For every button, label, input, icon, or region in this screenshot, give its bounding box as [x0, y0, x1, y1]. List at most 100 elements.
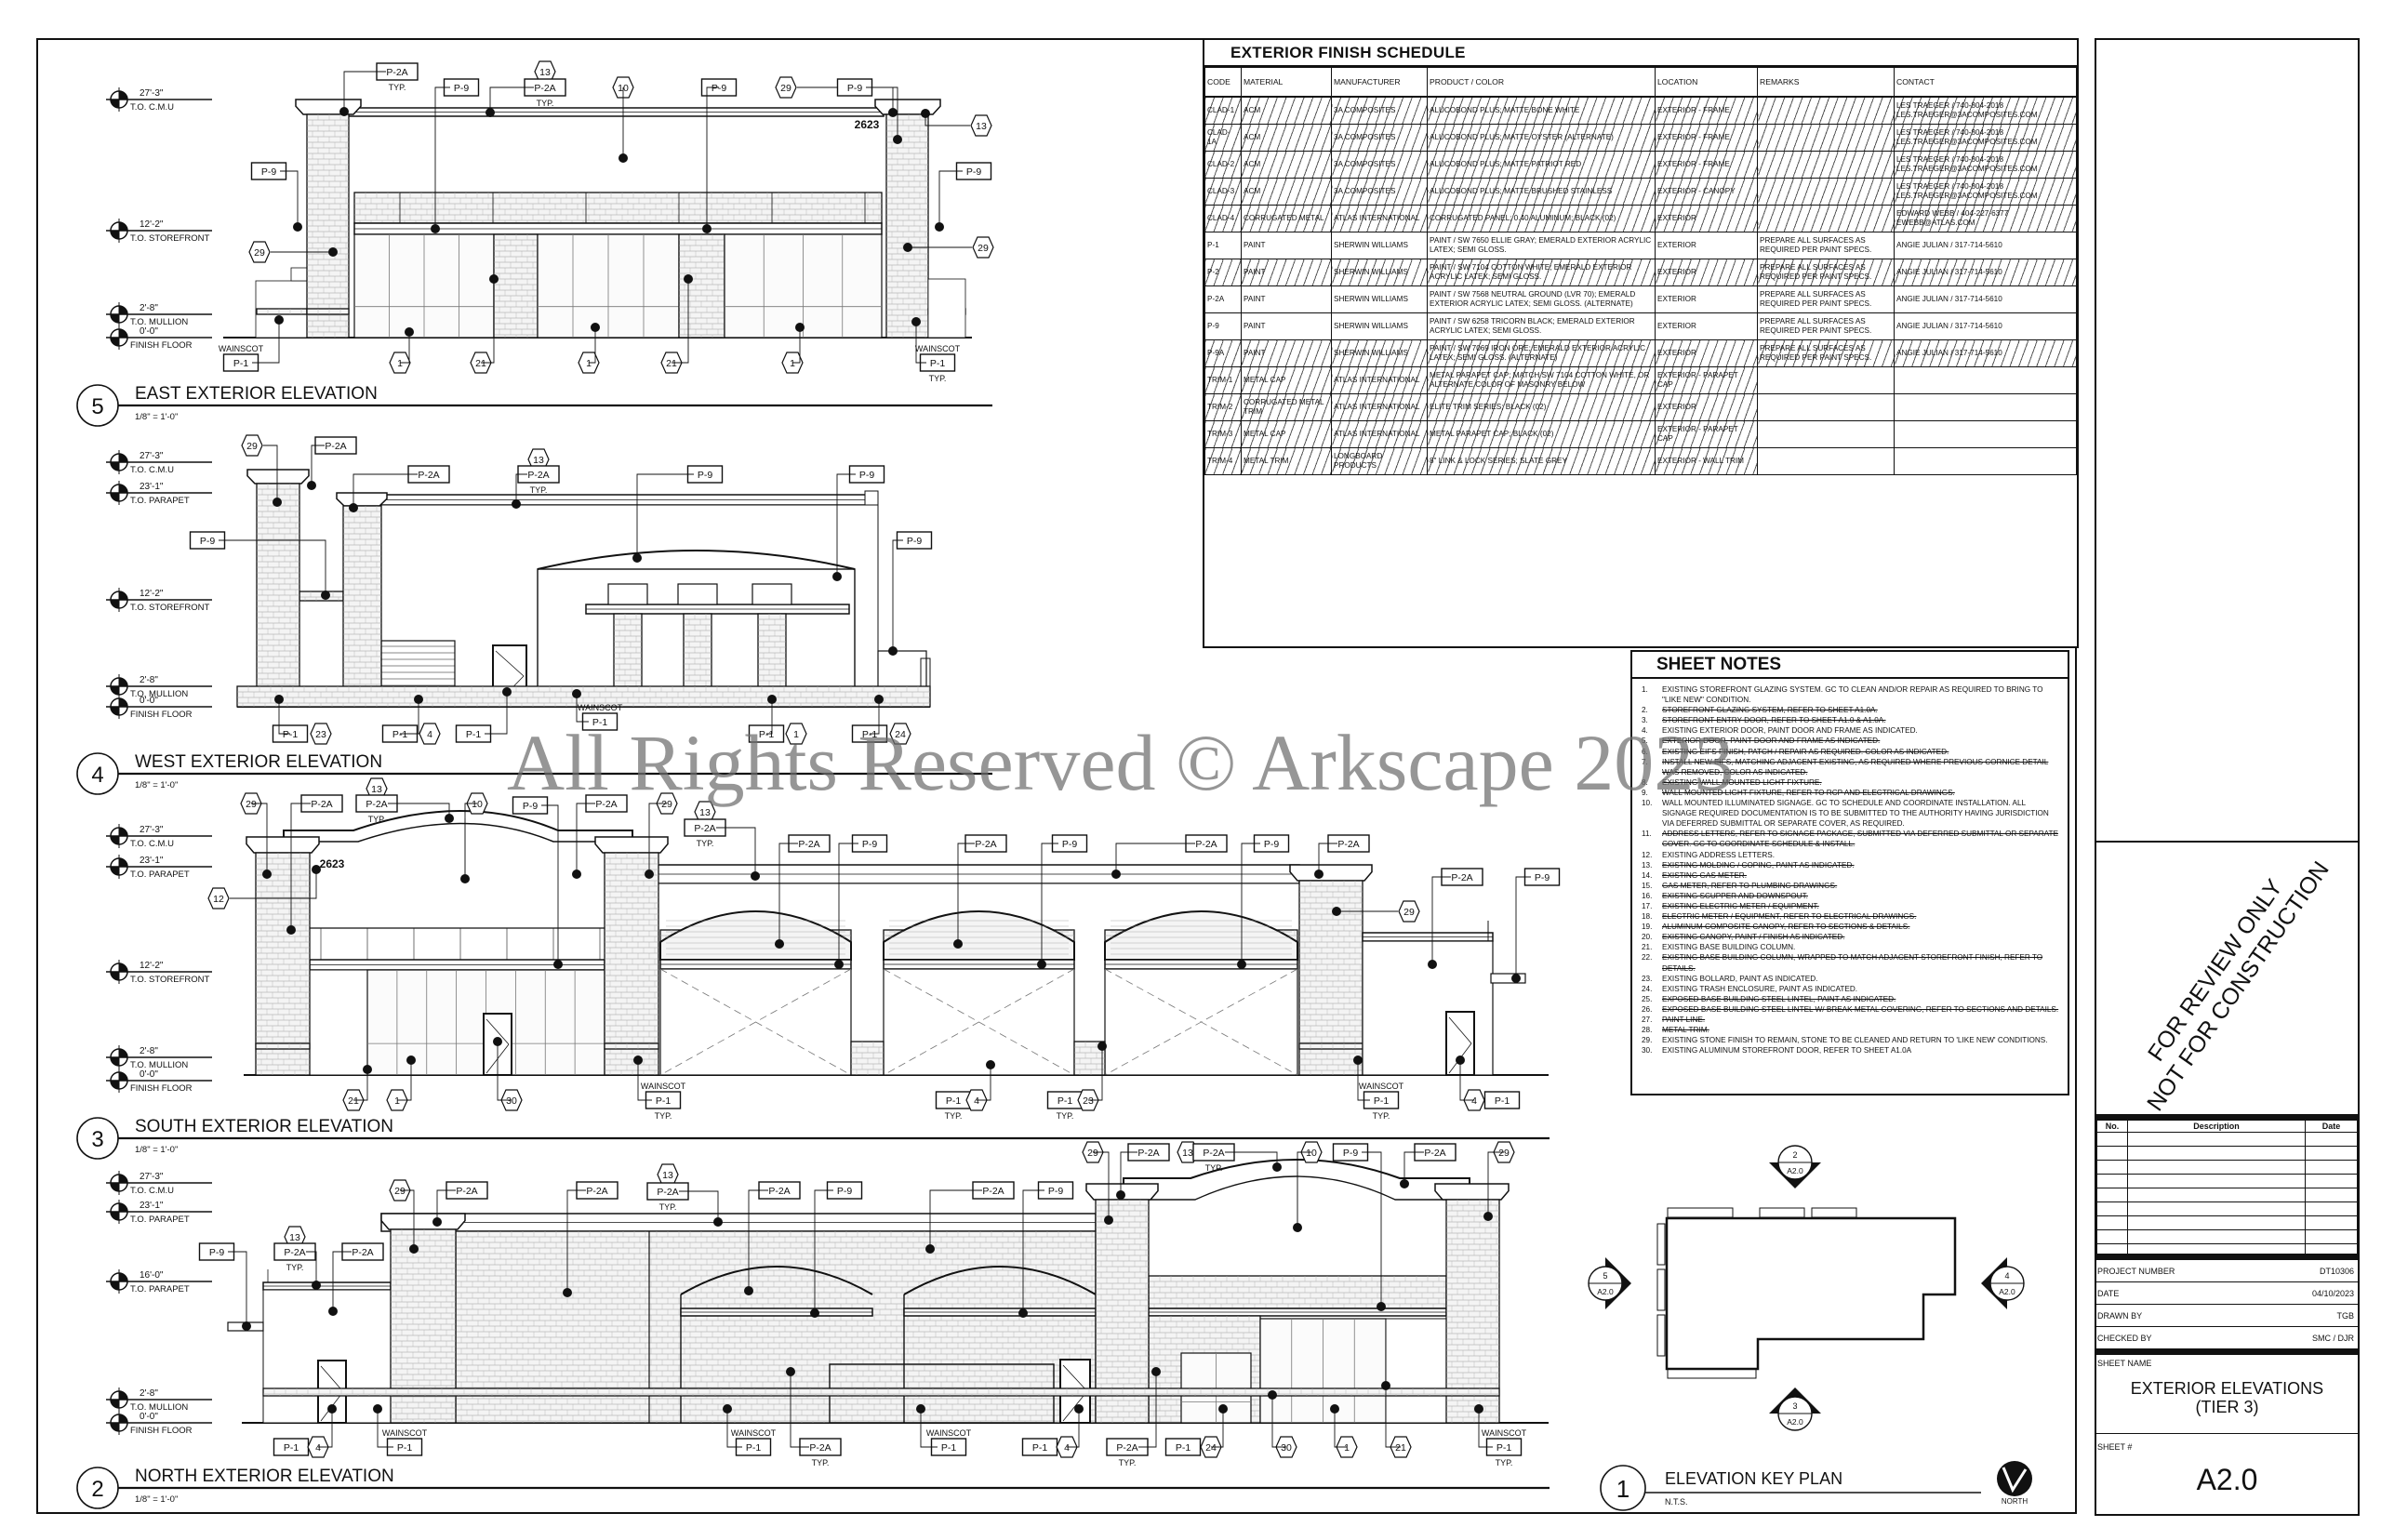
leader-line	[977, 1065, 991, 1101]
level-label: T.O. STOREFRONT	[130, 603, 210, 613]
arch	[1104, 910, 1298, 961]
tag-note: TYP.	[389, 83, 406, 92]
material-tag-label: P-9	[859, 470, 875, 481]
leader-dot	[1314, 870, 1324, 879]
leader-line	[251, 803, 268, 874]
keynote-tag	[785, 723, 807, 745]
level-label: T.O. PARAPET	[130, 496, 190, 506]
level-label: FINISH FLOOR	[130, 1083, 193, 1094]
leader-line	[485, 692, 508, 735]
material-tag-label: P-2A	[386, 67, 407, 78]
leader-dot	[1428, 960, 1437, 969]
leader-line	[352, 473, 418, 508]
arch	[883, 910, 1075, 961]
leader-line	[515, 473, 527, 504]
level-elevation: 2'-8"	[140, 1388, 158, 1399]
material-tag-label: P-2A	[694, 823, 715, 834]
leader-dot	[702, 224, 712, 233]
keynote-number: 13	[533, 455, 544, 466]
brick-masonry	[604, 1042, 659, 1050]
leader-line	[938, 170, 963, 227]
level-elevation: 12'-2"	[140, 961, 164, 971]
keynote-number: 1	[397, 358, 403, 369]
view-title: EAST EXTERIOR ELEVATION	[135, 384, 378, 404]
leader-line	[343, 71, 386, 112]
level-label: T.O. C.M.U	[130, 839, 174, 849]
level-label: FINISH FLOOR	[130, 710, 193, 720]
leader-dot	[431, 224, 440, 233]
material-tag-label: P-9	[261, 166, 277, 178]
leader-dot	[262, 870, 272, 879]
leader-line	[311, 445, 325, 485]
tag-note: TYP.	[530, 485, 548, 495]
view-scale: 1/8" = 1'-0"	[135, 1145, 178, 1155]
door	[1445, 1011, 1475, 1076]
material-tag-label: P-9	[712, 83, 727, 94]
leader-line	[397, 1060, 412, 1101]
level-elevation: 0'-0"	[140, 696, 158, 706]
arched-parapet	[283, 810, 633, 842]
keynote-number: 4	[427, 729, 432, 740]
leader-line	[836, 473, 856, 577]
leader-line	[672, 279, 689, 364]
material-tag-label: P-2A	[595, 799, 617, 810]
tag-note: TYP.	[537, 99, 554, 108]
leader-dot	[512, 499, 521, 509]
leader-dot	[406, 1055, 416, 1065]
leader-dot	[293, 222, 302, 232]
level-label: T.O. PARAPET	[130, 870, 190, 880]
keynote-number: 30	[506, 1095, 517, 1107]
keynote-number: 29	[254, 247, 265, 259]
level-elevation: 27'-3"	[140, 825, 164, 835]
leader-line	[1515, 876, 1531, 978]
level-label: T.O. MULLION	[130, 317, 188, 327]
material-tag-label: P-1	[1057, 1095, 1073, 1107]
leader-dot	[775, 939, 784, 949]
leader-dot	[645, 870, 654, 879]
material-tag-label: P-1	[592, 717, 608, 728]
brick-masonry	[256, 308, 308, 315]
leader-line	[589, 327, 596, 364]
leader-dot	[572, 870, 581, 879]
material-tag-label: P-9	[847, 83, 863, 94]
keynote-number: 21	[475, 358, 486, 369]
material-tag-label: P-9	[1062, 839, 1078, 850]
leader-dot	[1353, 1055, 1363, 1065]
brick-masonry	[604, 852, 659, 1076]
keynote-tag	[889, 723, 911, 745]
leader-dot	[632, 553, 642, 563]
material-tag-label: P-9	[862, 839, 878, 850]
tag-note: TYP.	[697, 839, 714, 848]
tag-note: WAINSCOT	[578, 703, 623, 712]
material-tag-label: P-9	[1264, 839, 1280, 850]
address-number: 2623	[855, 118, 880, 131]
keynote-number: 29	[780, 83, 791, 94]
level-elevation: 0'-0"	[140, 1412, 158, 1422]
keynote-number: 1	[586, 358, 592, 369]
leader-dot	[486, 108, 495, 117]
material-tag-label: P-9	[698, 470, 713, 481]
line-work	[677, 583, 718, 605]
leader-dot	[489, 274, 499, 284]
tag-note: TYP.	[1373, 1111, 1390, 1121]
line-work	[1448, 1016, 1472, 1044]
tag-note: TYP.	[655, 1111, 672, 1121]
leader-dot	[893, 135, 902, 144]
level-label: T.O. MULLION	[130, 689, 188, 699]
material-tag-label: P-1	[862, 729, 878, 740]
material-tag-label: P-2A	[418, 470, 439, 481]
keynote-tag	[972, 236, 994, 259]
leader-dot	[274, 695, 284, 704]
level-elevation: 2'-8"	[140, 675, 158, 685]
level-label: T.O. MULLION	[130, 1060, 188, 1070]
keynote-tag	[248, 241, 271, 263]
view-title: SOUTH EXTERIOR ELEVATION	[135, 1117, 393, 1136]
level-label: FINISH FLOOR	[130, 340, 193, 351]
column-cap	[246, 469, 310, 485]
tag-note: WAINSCOT	[641, 1082, 686, 1091]
leader-line	[797, 86, 898, 139]
column-cap	[336, 492, 388, 507]
level-elevation: 27'-3"	[140, 451, 164, 461]
leader-line	[706, 86, 719, 229]
keynote-number: 13	[976, 121, 987, 132]
